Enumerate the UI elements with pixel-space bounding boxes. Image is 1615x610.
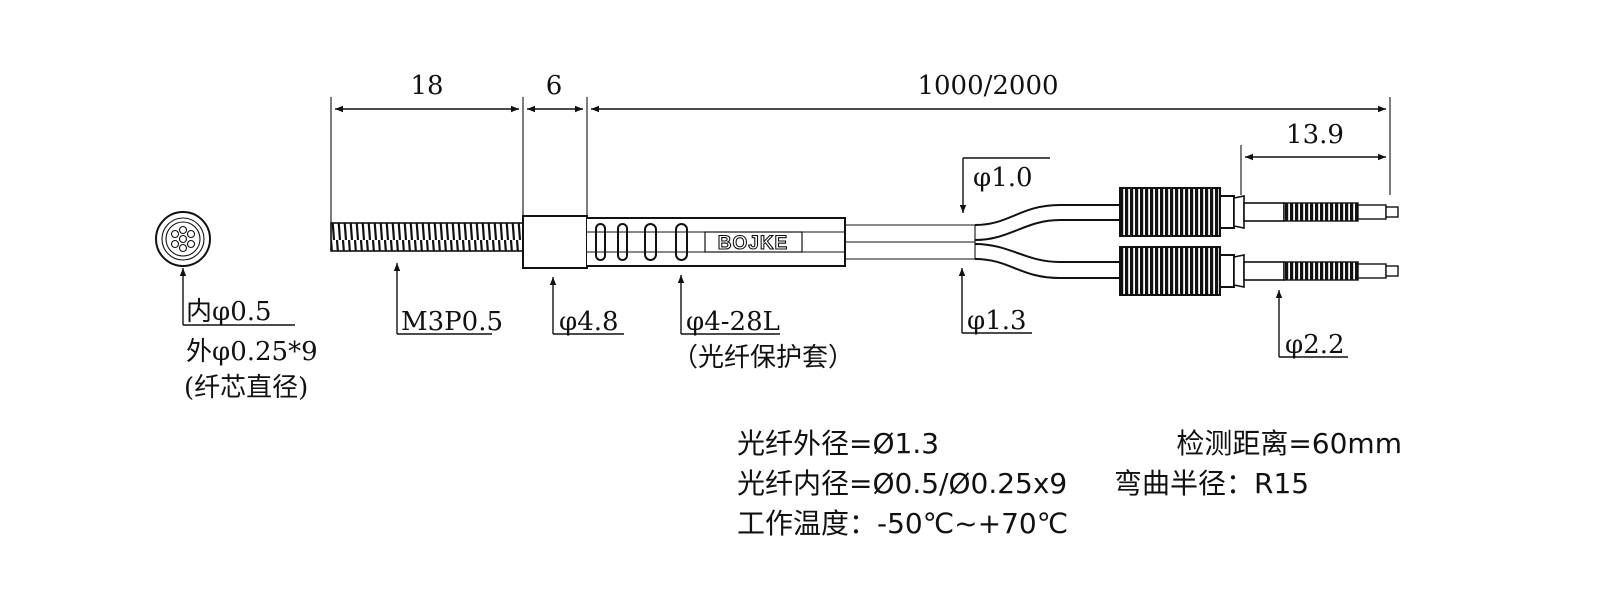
- spec-temperature: 工作温度：-50℃~+70℃: [737, 507, 1068, 540]
- callout-thread-spec: M3P0.5: [401, 307, 503, 337]
- callout-protector: φ4-28L: [686, 307, 780, 337]
- protector-boot: BOJKE: [587, 217, 846, 267]
- callout-tip-dia: φ2.2: [1285, 330, 1345, 360]
- threaded-head: [330, 222, 524, 252]
- callout-cable-dia: φ1.0: [973, 163, 1033, 193]
- cross-section-view: 内φ0.5 外φ0.25*9 (纤芯直径): [155, 211, 318, 403]
- lower-connector: [1119, 246, 1399, 296]
- sleeve: [522, 215, 588, 269]
- brand-logo: BOJKE: [718, 233, 788, 254]
- spec-outer-diameter: 光纤外径=Ø1.3: [737, 427, 939, 460]
- callouts: φ1.0 M3P0.5 φ4.8 φ4-28L （光纤保护套） φ1.3 φ2.…: [393, 157, 1348, 373]
- callout-sleeve-dia: φ4.8: [559, 307, 619, 337]
- cross-section-outer-label: 外φ0.25*9: [186, 337, 318, 367]
- dim-sleeve-length: 6: [546, 71, 563, 101]
- callout-protector-note: （光纤保护套）: [672, 343, 854, 373]
- callout-jacket-dia: φ1.3: [967, 306, 1027, 336]
- dim-tip-length: 13.9: [1286, 120, 1344, 150]
- fiber-core-circles: [170, 225, 196, 253]
- cross-section-note: (纤芯直径): [184, 373, 308, 403]
- spec-inner-diameter: 光纤内径=Ø0.5/Ø0.25x9: [737, 467, 1067, 500]
- spec-bend-radius: 弯曲半径：R15: [1114, 467, 1309, 500]
- upper-connector: [1119, 187, 1399, 237]
- spec-block: 光纤外径=Ø1.3 光纤内径=Ø0.5/Ø0.25x9 工作温度：-50℃~+7…: [737, 427, 1402, 540]
- top-dimensions: 18 6 1000/2000 13.9: [330, 71, 1391, 228]
- dim-thread-length: 18: [410, 71, 443, 101]
- spec-detect-distance: 检测距离=60mm: [1176, 427, 1402, 460]
- sensor-body: BOJKE: [330, 187, 1399, 296]
- fiber-cables: [845, 204, 1120, 279]
- cross-section-inner-label: 内φ0.5: [186, 297, 272, 327]
- dim-cable-length: 1000/2000: [917, 71, 1058, 101]
